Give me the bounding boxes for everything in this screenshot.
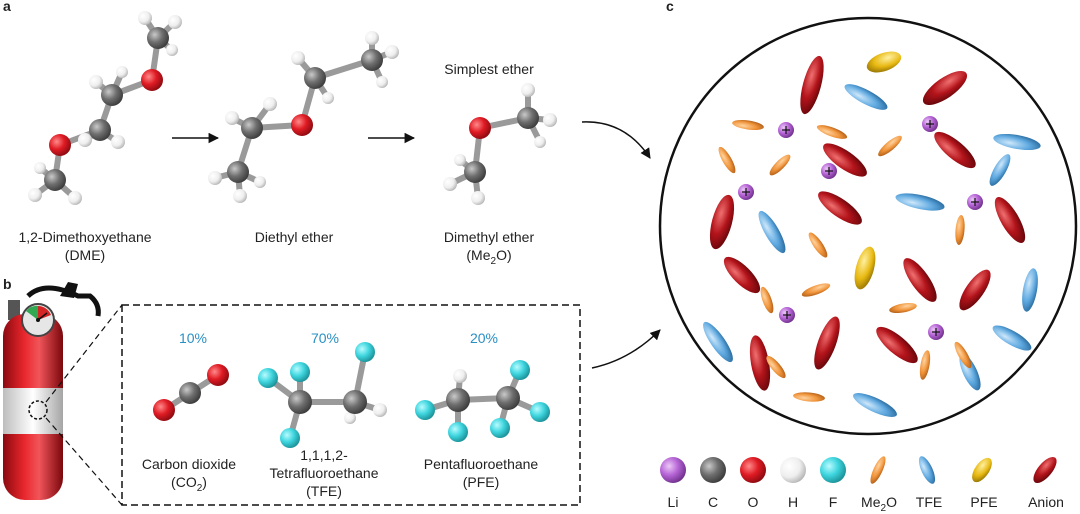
simplest-ether-label: Simplest ether [444, 61, 534, 77]
zoom-line-top [45, 304, 123, 403]
tfe-label-line3: (TFE) [306, 483, 342, 499]
legend-tfe-icon [918, 456, 936, 484]
tfe-label-line2: Tetrafluoroethane [269, 465, 379, 481]
dme-label-name: 1,2-Dimethoxyethane [18, 229, 152, 245]
pfe-label-name: Pentafluoroethane [423, 456, 539, 472]
legend-h-icon [780, 457, 806, 483]
legend-c-icon [700, 457, 726, 483]
legend-f-label: F [828, 494, 838, 510]
co2-molecule [153, 364, 229, 421]
legend-me2o-icon [870, 456, 886, 484]
legend-tfe-label: TFE [915, 494, 943, 510]
panel-label-a: a [3, 0, 11, 14]
legend-li-icon [660, 457, 686, 483]
dimethyl-label-name: Dimethyl ether [443, 229, 535, 245]
legend-o-icon [740, 457, 766, 483]
co2-percent: 10% [178, 330, 208, 346]
legend-li-label: Li [667, 494, 679, 510]
solvation-circle [658, 16, 1078, 436]
legend-pfe-label: PFE [970, 494, 998, 510]
co2-label-formula: (CO2) [171, 474, 207, 494]
legend-icons [660, 456, 1057, 484]
legend-h-label: H [787, 494, 799, 510]
legend-pfe-icon [972, 457, 992, 483]
dme-atoms [28, 11, 182, 205]
me2o-solvent [718, 120, 972, 402]
diethyl-atoms [208, 31, 399, 203]
composition-box [121, 304, 581, 506]
dme-label-abbr: (DME) [64, 247, 106, 263]
tfe-molecule [258, 342, 387, 448]
pfe-solvent [854, 51, 902, 290]
legend-o-label: O [747, 494, 759, 510]
tfe-label-line1: 1,1,1,2- [300, 447, 348, 463]
legend-anion-label: Anion [1028, 494, 1064, 510]
pfe-percent: 20% [469, 330, 499, 346]
arrow-a-to-c [581, 121, 651, 159]
legend-c-label: C [707, 494, 719, 510]
dimethyl-atoms [443, 83, 557, 205]
pfe-molecule [415, 360, 550, 442]
arrow-b-to-c [591, 329, 661, 369]
legend-me2o-label: Me2O [861, 494, 897, 514]
fire-extinguisher [3, 282, 101, 500]
pfe-label-abbr: (PFE) [462, 474, 500, 490]
tfe-percent: 70% [310, 330, 340, 346]
co2-label-name: Carbon dioxide [141, 456, 237, 472]
panel-label-c: c [666, 0, 674, 14]
legend-anion-icon [1033, 456, 1057, 484]
anions [709, 55, 1026, 391]
panel-label-b: b [3, 276, 12, 292]
dimethyl-label-formula: (Me2O) [466, 247, 512, 267]
legend-f-icon [820, 457, 846, 483]
diethyl-label: Diethyl ether [254, 229, 334, 245]
lithium-ions [738, 116, 983, 340]
